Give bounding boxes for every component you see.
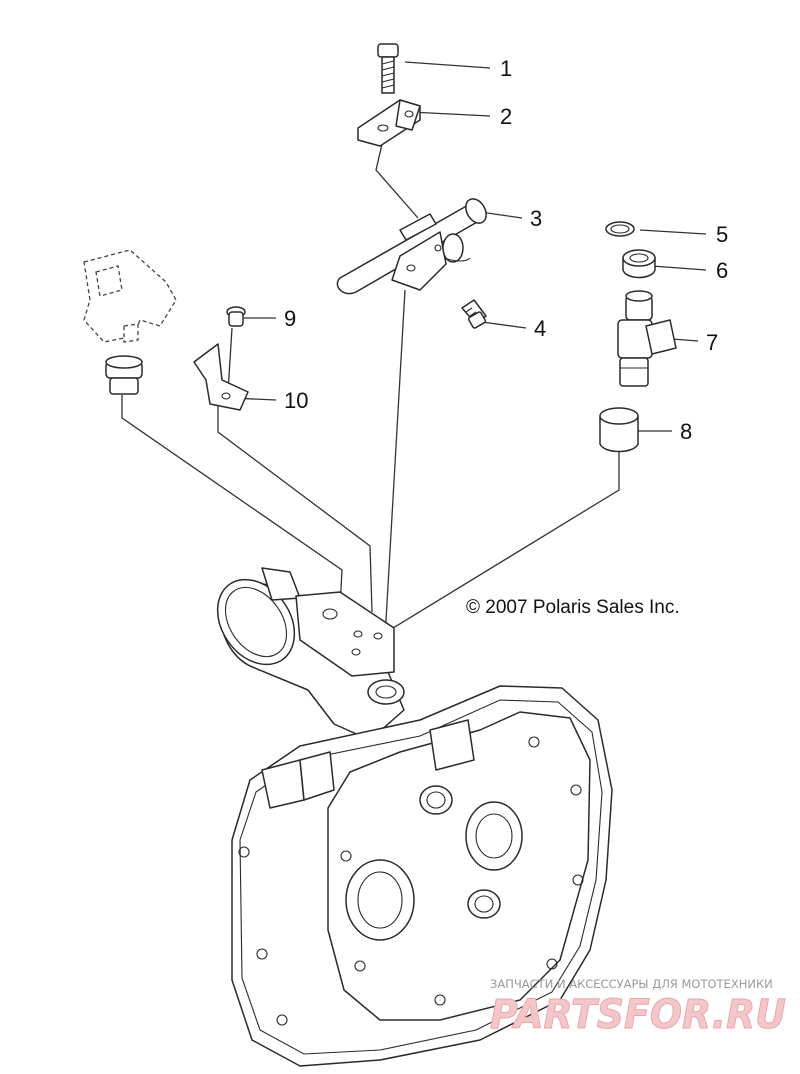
callout-9: 9	[284, 306, 296, 331]
reference-sensor-dashed	[83, 249, 177, 343]
copyright-text: © 2007 Polaris Sales Inc.	[466, 597, 680, 618]
reference-plug	[105, 355, 143, 395]
callout-numbers: 1 2 3 4 5 6 7 8 9 10	[284, 56, 728, 444]
watermark: ЗАПЧАСТИ И АКСЕССУАРЫ ДЛЯ МОТОТЕХНИКИ PA…	[490, 977, 787, 1039]
callout-6: 6	[716, 258, 728, 283]
part-7-fuel-injector	[617, 290, 677, 387]
part-2-bracket	[357, 99, 421, 147]
callout-5: 5	[716, 222, 728, 247]
part-6-grommet	[622, 249, 656, 279]
part-1-bolt	[377, 43, 399, 94]
callout-2: 2	[500, 104, 512, 129]
part-4-screw	[461, 299, 487, 329]
callout-7: 7	[706, 330, 718, 355]
part-10-bracket	[193, 343, 249, 411]
part-5-o-ring	[605, 221, 635, 237]
callout-1: 1	[500, 56, 512, 81]
callout-4: 4	[534, 316, 546, 341]
part-8-spacer	[599, 407, 639, 453]
part-3-fuel-rail	[336, 198, 487, 295]
watermark-logo: PARTSFOR.RU	[490, 992, 786, 1038]
watermark-tagline: ЗАПЧАСТИ И АКСЕССУАРЫ ДЛЯ МОТОТЕХНИКИ	[490, 977, 773, 991]
part-9-screw	[226, 306, 246, 327]
callout-3: 3	[530, 206, 542, 231]
leader-lines	[121, 61, 707, 691]
callout-10: 10	[284, 388, 308, 413]
throttle-body-intake	[216, 567, 405, 741]
callout-8: 8	[680, 419, 692, 444]
cylinder-head	[231, 685, 613, 1067]
